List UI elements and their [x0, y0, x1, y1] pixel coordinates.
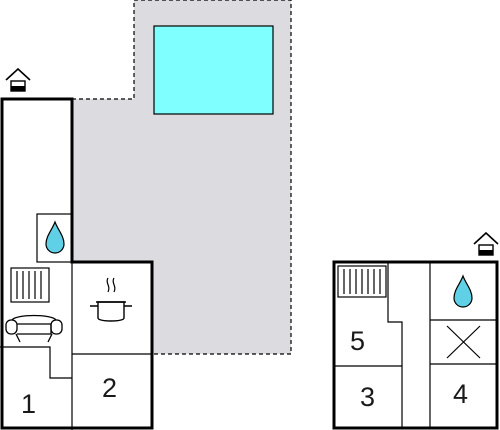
building-b-outline — [332, 260, 499, 430]
water-drop-icon — [453, 274, 473, 308]
entrance-house-icon — [5, 67, 31, 92]
room-number: 5 — [350, 326, 365, 356]
water-drop-icon — [45, 220, 65, 254]
swimming-pool — [153, 25, 274, 115]
room-divider — [0, 346, 72, 379]
sofa-icon — [5, 314, 63, 343]
entrance-house-icon — [473, 231, 499, 256]
room-number: 3 — [360, 382, 375, 412]
room-number: 1 — [21, 389, 36, 419]
cooking-pot-icon — [90, 277, 132, 322]
room-divider — [387, 262, 403, 366]
building-a-outline — [0, 97, 154, 430]
radiator-icon — [10, 267, 50, 303]
room-number: 2 — [102, 373, 117, 403]
room-number: 4 — [453, 379, 468, 409]
radiator-icon — [337, 265, 387, 298]
terrace-outline — [72, 0, 292, 355]
cross-icon — [446, 325, 481, 359]
